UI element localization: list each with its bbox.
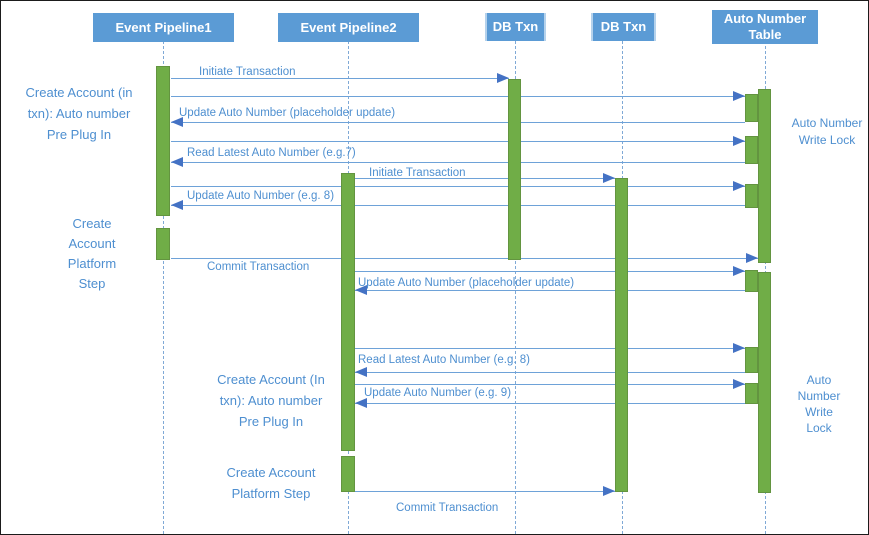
annotation-platform-step-2: Create Account Platform Step — [226, 465, 316, 501]
arrowhead-initiate-transaction-1 — [497, 73, 509, 83]
message-line-update-9-request — [355, 384, 745, 385]
write-lock-bar-2 — [745, 136, 758, 164]
arrowhead-update-9-request — [733, 379, 745, 389]
activation-db-txn-1 — [508, 79, 521, 260]
write-lock-bar-6 — [745, 383, 758, 404]
message-line-initiate-transaction-1 — [171, 78, 509, 79]
message-label-read-latest-8: Read Latest Auto Number (e.g. 8) — [358, 354, 530, 366]
annotation-platform-step-1: Create Account Platform Step — [67, 216, 117, 291]
arrowhead-read-latest-7-request — [733, 136, 745, 146]
actor-event-pipeline2: Event Pipeline2 — [278, 13, 419, 42]
message-line-update-placeholder-1-request — [171, 96, 745, 97]
arrowhead-read-latest-7-response — [171, 157, 183, 167]
message-line-update-9-response — [355, 403, 745, 404]
message-label-update-9: Update Auto Number (e.g. 9) — [364, 387, 512, 399]
message-label-initiate-transaction-1: Initiate Transaction — [199, 66, 296, 78]
arrowhead-update-placeholder-2-response — [355, 285, 367, 295]
actor-event-pipeline1: Event Pipeline1 — [93, 13, 234, 42]
message-line-commit-transaction-1 — [171, 258, 758, 259]
annotation-write-lock-2: Auto Number Write Lock — [797, 373, 841, 435]
arrowhead-read-latest-8-request — [733, 343, 745, 353]
arrowhead-commit-transaction-2 — [603, 486, 615, 496]
arrowhead-update-8-response — [171, 200, 183, 210]
actor-db-txn-2: DB Txn — [591, 13, 656, 41]
message-line-commit-transaction-2 — [355, 491, 615, 492]
annotation-pre-plugin-2: Create Account (In txn): Auto number Pre… — [217, 372, 325, 429]
message-label-commit-transaction-2: Commit Transaction — [396, 502, 499, 514]
annotation-pre-plugin-1: Create Account (in txn): Auto number Pre… — [25, 85, 133, 142]
write-lock-bar-1 — [745, 94, 758, 122]
message-line-update-placeholder-2-request — [355, 271, 745, 272]
write-lock-bar-4 — [745, 270, 758, 292]
message-line-initiate-transaction-2 — [355, 178, 615, 179]
actor-db-txn-1: DB Txn — [485, 13, 546, 41]
arrowhead-update-placeholder-1-response — [171, 117, 183, 127]
write-lock-bar-5 — [745, 347, 758, 373]
arrowhead-initiate-transaction-2 — [603, 173, 615, 183]
message-line-update-8-request — [171, 186, 745, 187]
activation-pipeline2-platform-step — [341, 456, 355, 492]
arrowhead-update-placeholder-1-request — [733, 91, 745, 101]
message-label-initiate-transaction-2: Initiate Transaction — [369, 167, 466, 179]
arrowhead-update-9-response — [355, 398, 367, 408]
message-label-update-placeholder-2: Update Auto Number (placeholder update) — [358, 277, 575, 289]
arrowhead-commit-transaction-1 — [746, 253, 758, 263]
message-label-update-8: Update Auto Number (e.g. 8) — [187, 190, 335, 202]
message-line-update-placeholder-1-response — [171, 122, 745, 123]
message-line-read-latest-8-response — [355, 372, 745, 373]
activation-pipeline2-txn — [341, 173, 355, 451]
lifeline-db-txn-1 — [515, 41, 516, 534]
message-line-update-8-response — [171, 205, 745, 206]
write-lock-bar-3 — [745, 184, 758, 208]
message-line-read-latest-8-request — [355, 348, 745, 349]
actor-auto-number-table: Auto Number Table — [712, 10, 818, 44]
activation-pipeline1-platform-step — [156, 228, 170, 260]
message-line-update-placeholder-2-response — [355, 290, 745, 291]
message-line-read-latest-7-request — [171, 141, 745, 142]
activation-db-txn-2 — [615, 178, 628, 492]
arrowhead-read-latest-8-response — [355, 367, 367, 377]
annotation-write-lock-1: Auto Number Write Lock — [791, 116, 863, 147]
message-line-read-latest-7-response — [171, 162, 745, 163]
message-label-update-placeholder-1: Update Auto Number (placeholder update) — [179, 107, 396, 119]
activation-auto-number-table-1 — [758, 89, 771, 263]
message-label-read-latest-7: Read Latest Auto Number (e.g.7) — [187, 147, 356, 159]
message-label-commit-transaction-1: Commit Transaction — [207, 261, 310, 273]
arrowhead-update-placeholder-2-request — [733, 266, 745, 276]
lifeline-event-pipeline1 — [163, 41, 164, 534]
activation-auto-number-table-2 — [758, 272, 771, 493]
arrowhead-update-8-request — [733, 181, 745, 191]
activation-pipeline1-txn — [156, 66, 170, 216]
